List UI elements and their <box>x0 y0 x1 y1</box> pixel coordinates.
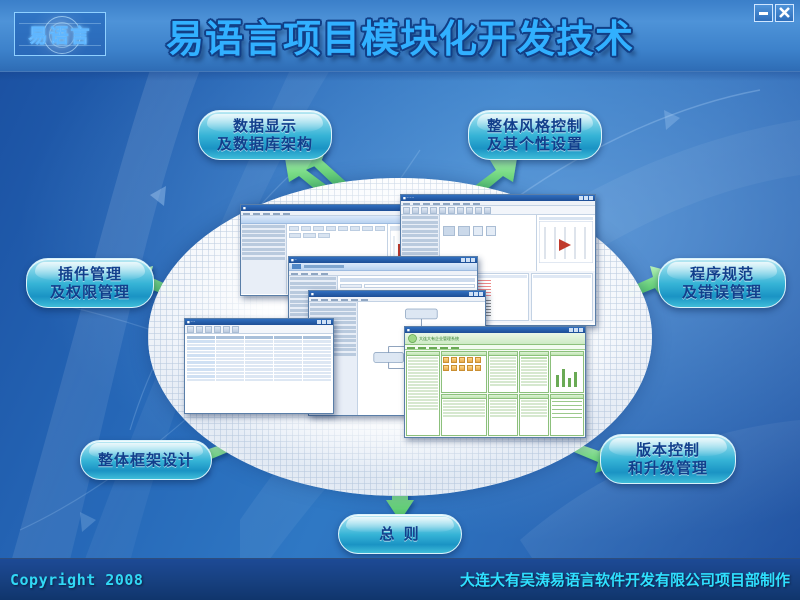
banner <box>241 216 449 224</box>
grid-area <box>185 334 333 408</box>
title-bar-buttons <box>317 320 331 324</box>
node-plugin-manage[interactable]: 插件管理 及权限管理 <box>26 258 154 308</box>
title-bar: ■ ─ ─ ─ <box>401 195 595 201</box>
node-frame-design[interactable]: 整体框架设计 <box>80 440 212 480</box>
screenshot-data-grid: ■ ─ ─ <box>184 318 334 414</box>
node-label: 程序规范 及错误管理 <box>681 265 762 301</box>
app-title: 大连大有企业管理系统 <box>419 335 459 341</box>
logo-ring-outer <box>43 16 81 54</box>
task-list-panel <box>488 351 518 393</box>
notice-panel <box>441 394 487 436</box>
summary-panel <box>519 394 549 436</box>
title-bar-buttons <box>461 258 475 262</box>
icon-row <box>288 233 385 238</box>
node-label: 总 则 <box>379 525 421 543</box>
logo-ring-inner <box>49 22 75 48</box>
toolbar <box>185 325 333 334</box>
title-bar: ■ ─ <box>289 257 477 263</box>
title-bar-buttons <box>569 328 583 332</box>
data-table <box>187 336 331 381</box>
menu-bar <box>405 345 585 350</box>
calendar-panel <box>550 394 584 436</box>
window-controls[interactable] <box>754 4 794 22</box>
close-icon <box>779 7 790 18</box>
toolbar <box>401 206 595 215</box>
menu-bar <box>241 211 449 216</box>
logo-text: 易语言 <box>28 24 92 47</box>
list-column <box>488 351 518 436</box>
minimize-button[interactable] <box>754 4 773 22</box>
node-label: 数据显示 及数据库架构 <box>216 117 313 153</box>
node-label: 版本控制 和升级管理 <box>627 441 708 477</box>
chart-panel <box>550 351 584 393</box>
title-bar: ■ ─ ─ <box>185 319 333 325</box>
node-program-spec[interactable]: 程序规范 及错误管理 <box>658 258 786 308</box>
page-title: 易语言项目模块化开发技术 <box>165 16 634 61</box>
node-label: 插件管理 及权限管理 <box>49 265 130 301</box>
node-general-rules[interactable]: 总 则 <box>338 514 462 554</box>
logo: 易语言 <box>14 12 106 56</box>
table-column <box>519 351 549 436</box>
app-banner: 大连大有企业管理系统 <box>405 333 585 345</box>
icon-row <box>288 226 385 231</box>
center-collage: ■ <box>148 178 652 496</box>
node-data-display[interactable]: 数据显示 及数据库架构 <box>198 110 332 160</box>
footer-bar: Copyright 2008 大连大有吴涛易语言软件开发有限公司项目部制作 <box>0 558 800 600</box>
window-title: ■ <box>407 328 410 332</box>
window-title: ■ <box>243 206 246 210</box>
canvas-pane <box>439 215 537 271</box>
title-bar: ■ <box>405 327 585 333</box>
window-body <box>405 350 585 437</box>
title-bar: ■ <box>309 291 485 297</box>
nav-column <box>406 351 440 436</box>
menu-bar <box>289 271 477 276</box>
title-bar-buttons <box>469 292 483 296</box>
bar-chart-icon <box>556 369 577 387</box>
node-version-control[interactable]: 版本控制 和升级管理 <box>600 434 736 484</box>
shortcut-column <box>441 351 487 436</box>
log-panel <box>488 394 518 436</box>
app-logo-icon <box>408 334 417 343</box>
copyright-text: Copyright 2008 <box>10 570 144 589</box>
node-label: 整体风格控制 及其个性设置 <box>486 117 583 153</box>
nav-tree <box>406 351 440 436</box>
title-bar-buttons <box>579 196 593 200</box>
header-band <box>0 0 800 81</box>
preview-pane <box>537 215 595 271</box>
screenshot-green-mis: ■ 大连大有企业管理系统 <box>404 326 586 438</box>
tree-diagram-icon <box>538 220 594 264</box>
window-title: ■ ─ ─ ─ <box>403 196 415 200</box>
menu-bar <box>401 201 595 206</box>
window-title: ■ ─ <box>291 258 297 262</box>
calendar-column <box>550 351 584 436</box>
node-label: 整体框架设计 <box>97 451 194 469</box>
minimize-icon <box>759 12 768 15</box>
company-text: 大连大有吴涛易语言软件开发有限公司项目部制作 <box>459 571 790 589</box>
node-style-control[interactable]: 整体风格控制 及其个性设置 <box>468 110 602 160</box>
window-title: ■ ─ ─ <box>187 320 196 324</box>
shortcut-panel <box>441 351 487 393</box>
banner <box>289 263 477 271</box>
menu-bar <box>309 297 485 302</box>
window-title: ■ <box>311 292 314 296</box>
left-pane <box>241 224 287 294</box>
report-table-panel <box>519 351 549 393</box>
designer-area <box>401 215 595 271</box>
close-button[interactable] <box>775 4 794 22</box>
